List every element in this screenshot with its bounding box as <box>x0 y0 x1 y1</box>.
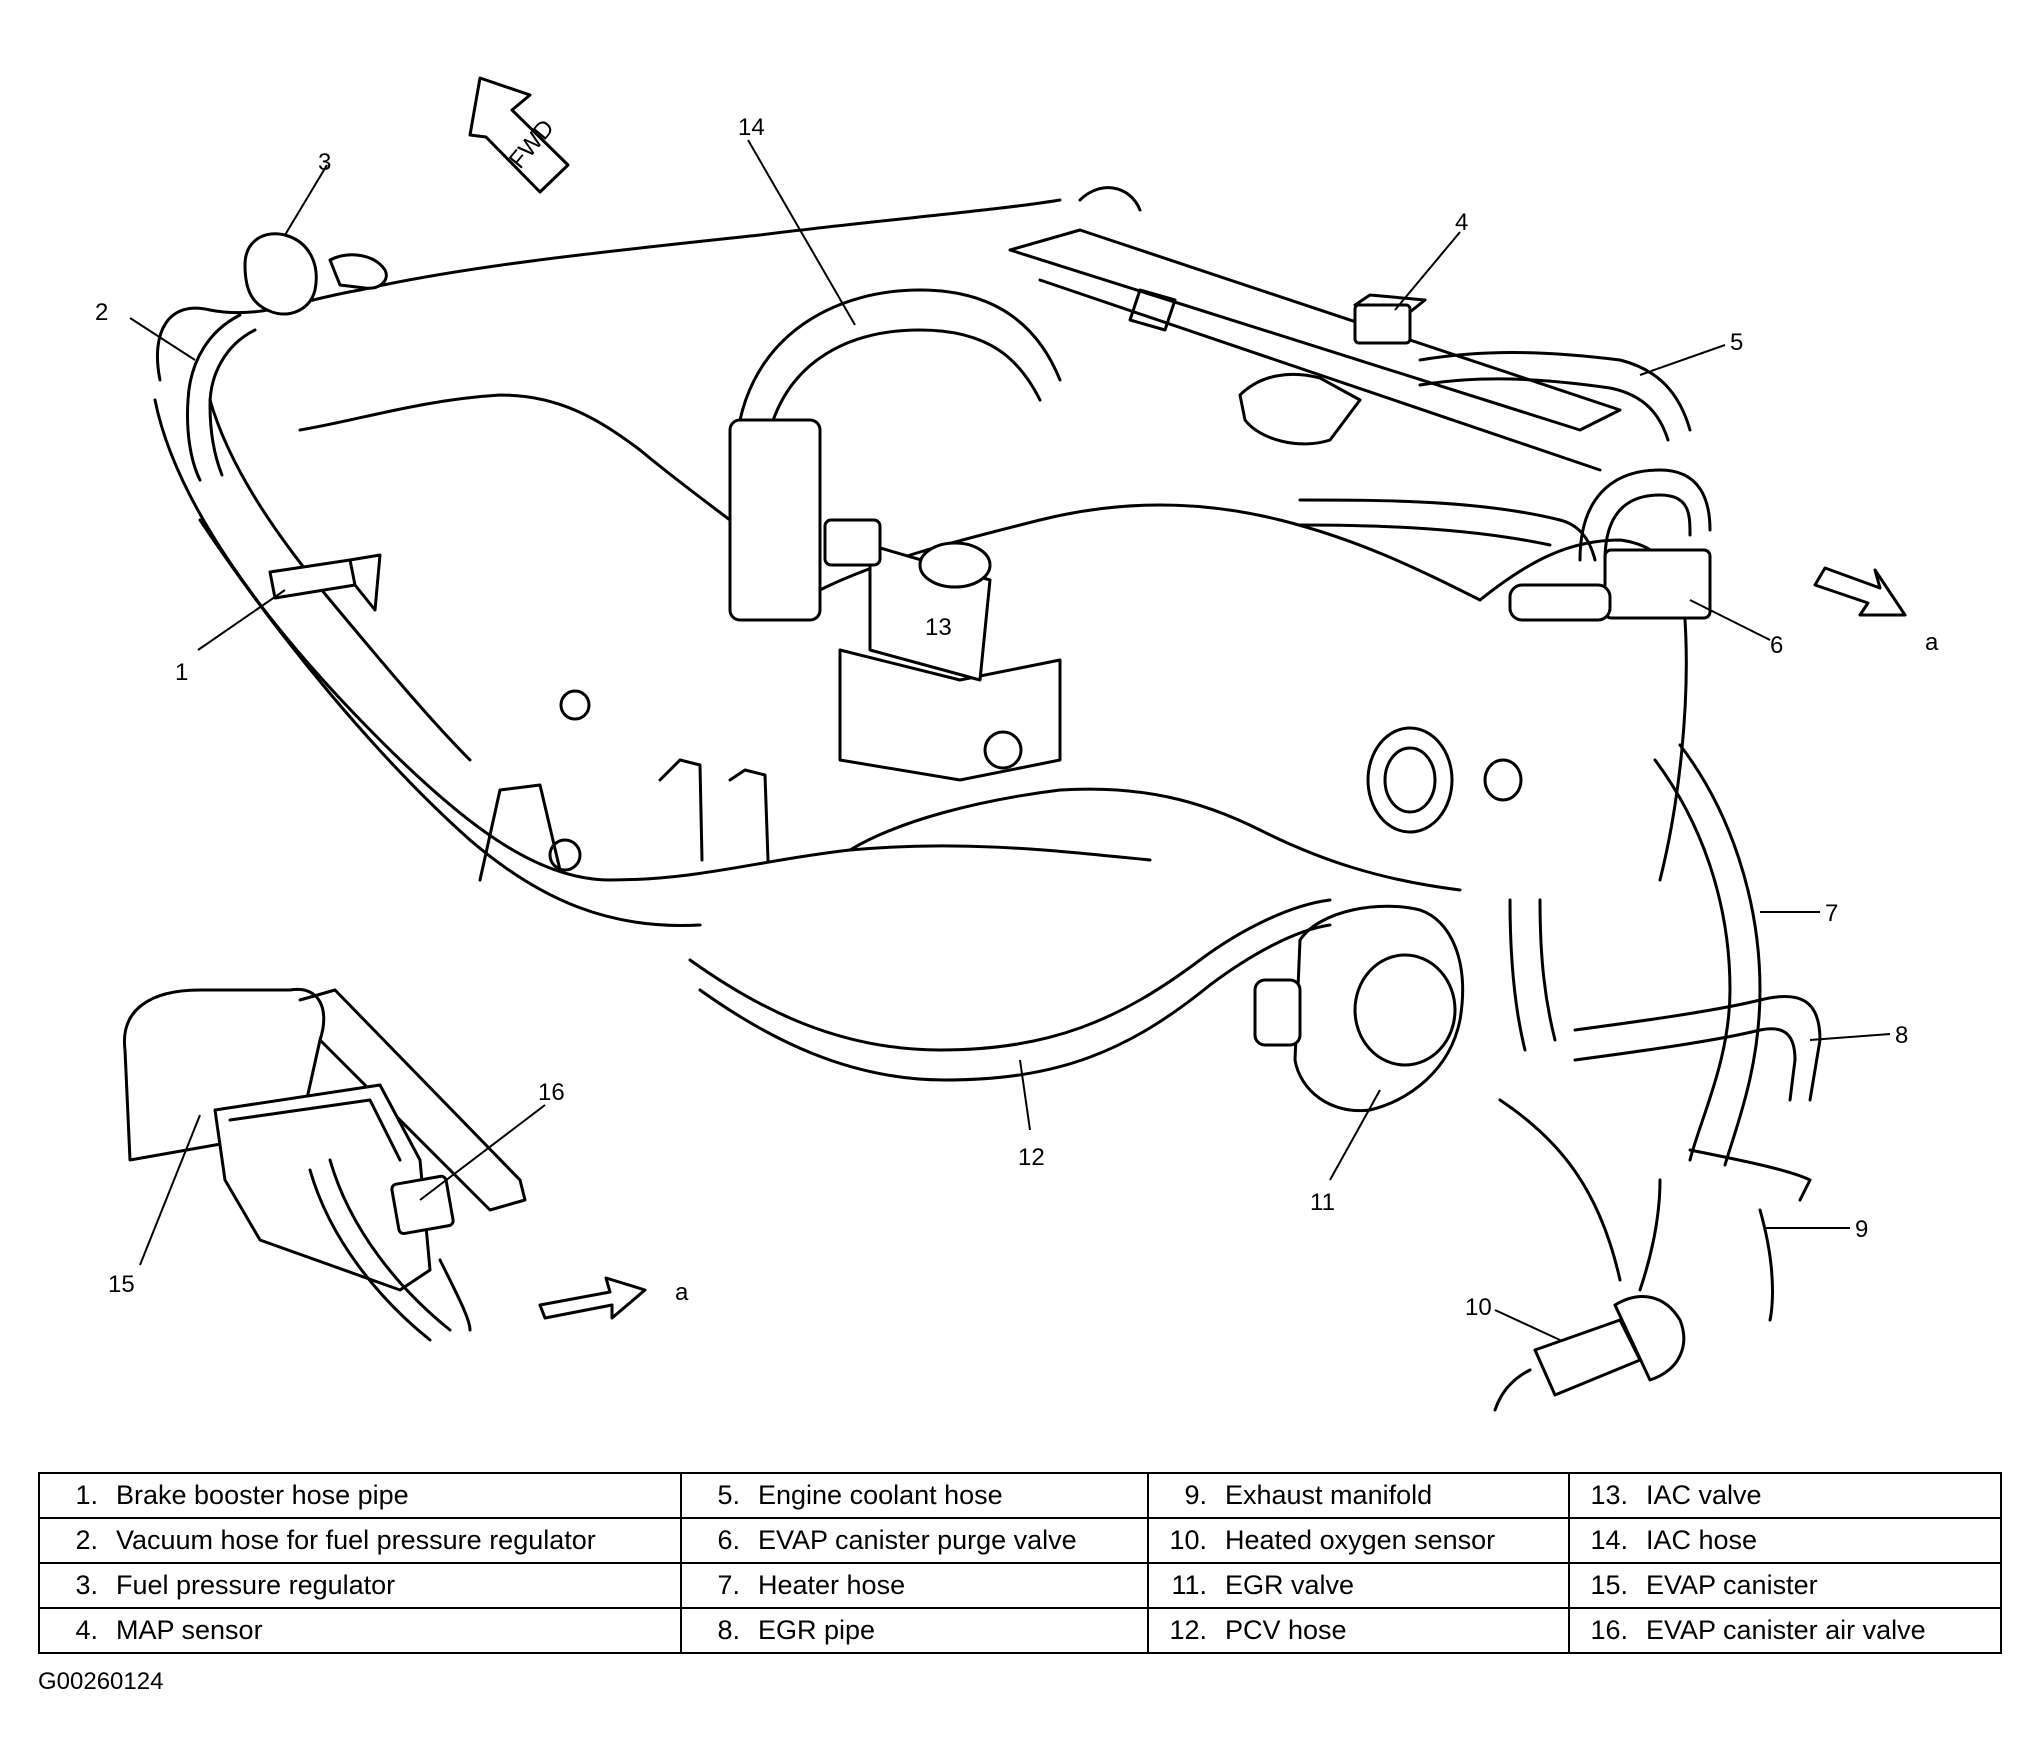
legend-number: 5. <box>717 1480 740 1510</box>
callout-5: 5 <box>1730 329 1743 356</box>
legend-label: Fuel pressure regulator <box>116 1570 396 1600</box>
legend-number: 8. <box>717 1615 740 1645</box>
legend-number: 1. <box>75 1480 98 1510</box>
legend-cell: 11. EGR valve <box>1147 1562 1570 1609</box>
callout-15: 15 <box>108 1271 135 1298</box>
callout-6: 6 <box>1770 632 1783 659</box>
legend-label: Heated oxygen sensor <box>1225 1525 1496 1555</box>
legend-number: 11. <box>1171 1570 1207 1600</box>
callout-1: 1 <box>175 659 188 686</box>
legend-number: 16. <box>1590 1615 1628 1645</box>
callouts: 1 2 3 4 5 6 7 8 9 10 11 12 13 14 15 16 a… <box>95 114 1939 1321</box>
legend-number: 10. <box>1169 1525 1207 1555</box>
legend-number: 7. <box>717 1570 740 1600</box>
fuel-pressure-regulator <box>243 232 388 316</box>
map-sensor <box>1353 293 1427 345</box>
iac-hose <box>728 288 1062 622</box>
legend-label: Engine coolant hose <box>758 1480 1003 1510</box>
pcv-hose <box>688 898 1332 1082</box>
figure-code: G00260124 <box>38 1668 164 1695</box>
legend-cell: 10. Heated oxygen sensor <box>1147 1517 1570 1564</box>
legend-row: 2. Vacuum hose for fuel pressure regulato… <box>38 1517 2002 1564</box>
legend-label: EVAP canister <box>1646 1570 1818 1600</box>
engine-coolant-hose <box>1238 351 1692 446</box>
legend-label: EGR valve <box>1225 1570 1355 1600</box>
legend-row: 3. Fuel pressure regulator 7. Heater hose 11… <box>38 1562 2002 1609</box>
brake-booster-pipe <box>268 553 382 612</box>
legend-label: PCV hose <box>1225 1615 1347 1645</box>
callout-14: 14 <box>738 114 765 141</box>
legend-label: EGR pipe <box>758 1615 876 1645</box>
legend-number: 15. <box>1590 1570 1628 1600</box>
arrow-a-bottom-label: a <box>675 1279 689 1306</box>
callout-9: 9 <box>1855 1216 1868 1243</box>
oxygen-sensor <box>1493 1098 1686 1412</box>
legend-number: 13. <box>1590 1480 1628 1510</box>
vacuum-hose <box>186 313 257 482</box>
leader-lines <box>129 139 1891 1341</box>
legend-cell: 4. MAP sensor <box>38 1607 682 1654</box>
legend-number: 12. <box>1169 1615 1207 1645</box>
callout-2: 2 <box>95 299 108 326</box>
legend-cell: 2. Vacuum hose for fuel pressure regulato… <box>38 1517 682 1564</box>
egr-pipe <box>1573 994 1822 1102</box>
legend-cell: 1. Brake booster hose pipe <box>38 1472 682 1519</box>
legend-label: IAC valve <box>1646 1480 1762 1510</box>
arrow-a-right-label: a <box>1925 629 1939 656</box>
legend-label: Vacuum hose for fuel pressure regulator <box>116 1525 596 1555</box>
legend-row: 4. MAP sensor 8. EGR pipe 12. PCV hose 16. EVAP… <box>38 1607 2002 1654</box>
legend-number: 4. <box>75 1615 98 1645</box>
callout-8: 8 <box>1895 1022 1908 1049</box>
legend-label: EVAP canister air valve <box>1646 1615 1926 1645</box>
legend-cell: 13. IAC valve <box>1568 1472 2002 1519</box>
legend-number: 3. <box>75 1570 98 1600</box>
arrow-a-right <box>1813 566 1907 617</box>
evap-canister <box>122 987 527 1292</box>
callout-13: 13 <box>925 614 952 641</box>
legend-label: Heater hose <box>758 1570 906 1600</box>
legend-label: MAP sensor <box>116 1615 263 1645</box>
legend-cell: 3. Fuel pressure regulator <box>38 1562 682 1609</box>
exhaust-manifold <box>1638 1148 1812 1322</box>
callout-4: 4 <box>1455 209 1468 236</box>
callout-10: 10 <box>1465 1294 1492 1321</box>
legend-label: Brake booster hose pipe <box>116 1480 409 1510</box>
legend-label: Exhaust manifold <box>1225 1480 1433 1510</box>
legend-number: 14. <box>1590 1525 1628 1555</box>
evap-air-valve <box>308 1158 472 1342</box>
legend-cell: 5. Engine coolant hose <box>680 1472 1149 1519</box>
callout-16: 16 <box>538 1079 565 1106</box>
parts-legend: 1. Brake booster hose pipe 5. Engine coolan… <box>38 1472 2002 1654</box>
legend-cell: 14. IAC hose <box>1568 1517 2002 1564</box>
callout-12: 12 <box>1018 1144 1045 1171</box>
legend-number: 9. <box>1184 1480 1207 1510</box>
legend-label: EVAP canister purge valve <box>758 1525 1077 1555</box>
legend-cell: 12. PCV hose <box>1147 1607 1570 1654</box>
legend-number: 6. <box>717 1525 740 1555</box>
callout-7: 7 <box>1825 900 1838 927</box>
fwd-arrow: FWD <box>468 76 570 194</box>
legend-number: 2. <box>75 1525 98 1555</box>
legend-row: 1. Brake booster hose pipe 5. Engine coolan… <box>38 1472 2002 1519</box>
legend-cell: 7. Heater hose <box>680 1562 1149 1609</box>
legend-cell: 8. EGR pipe <box>680 1607 1149 1654</box>
legend-label: IAC hose <box>1646 1525 1758 1555</box>
callout-11: 11 <box>1310 1189 1335 1216</box>
legend-cell: 9. Exhaust manifold <box>1147 1472 1570 1519</box>
legend-cell: 16. EVAP canister air valve <box>1568 1607 2002 1654</box>
heater-hose <box>1653 743 1762 1167</box>
engine-diagram: FWD <box>95 76 1939 1412</box>
fuel-rail <box>1008 186 1622 472</box>
legend-cell: 6. EVAP canister purge valve <box>680 1517 1149 1564</box>
intake-manifold <box>153 198 1688 928</box>
evap-purge-valve <box>1298 468 1712 622</box>
arrow-a-bottom <box>538 1276 647 1320</box>
iac-valve <box>823 518 1062 782</box>
legend-cell: 15. EVAP canister <box>1568 1562 2002 1609</box>
egr-valve <box>1253 898 1557 1113</box>
callout-3: 3 <box>318 149 331 176</box>
